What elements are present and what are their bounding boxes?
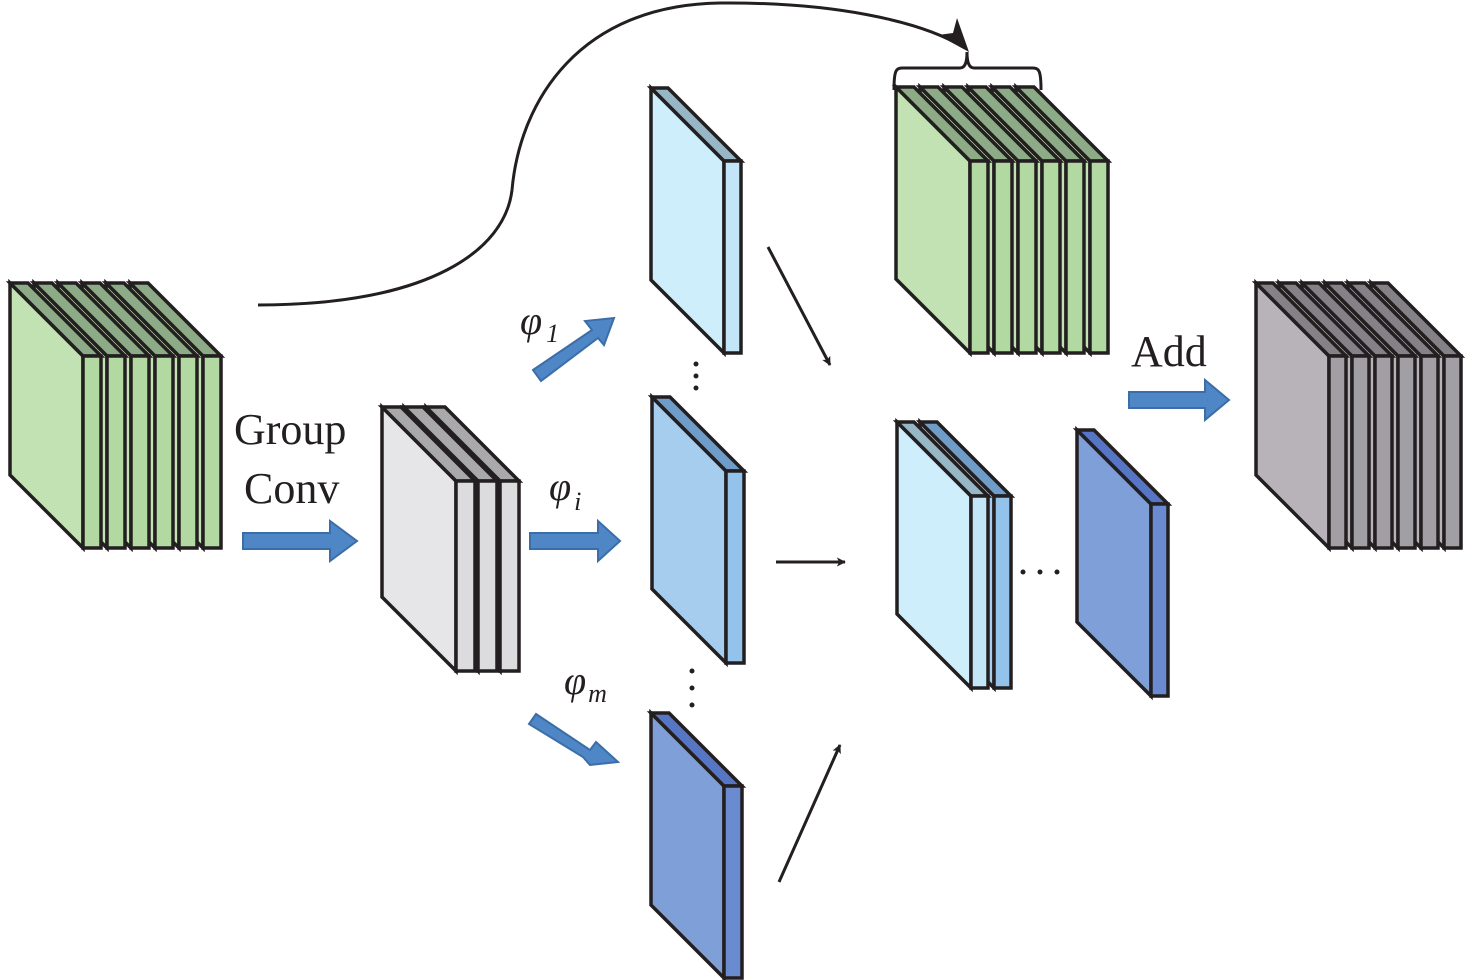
linear-op-map-1 [646,83,746,358]
group-conv-output-slice-3-side [498,479,521,673]
merge-arrow-bottom [777,744,842,883]
input-feature-maps-slice-1 [5,278,106,553]
phi-m-arrow [527,712,621,767]
group-conv-label-line1: Group [234,405,346,454]
ghost-feature-maps-slice-1 [892,417,993,693]
output-feature-maps-slice-3-side [1373,354,1394,550]
linear-op-map-i [647,392,749,668]
input-feature-maps [5,278,226,553]
identity-feature-maps [891,82,1113,358]
linear-op-map-i-slice-1 [647,392,749,668]
input-feature-maps-slice-3-side [129,354,151,550]
add-arrow [1128,377,1231,423]
output-feature-maps [1251,278,1466,553]
identity-feature-maps-slice-1-side [968,159,990,355]
group-conv-output-slice-2-side [476,479,499,673]
ghost-feature-maps-slice-1-side [969,494,990,690]
output-feature-maps-slice-6-side [1442,354,1463,550]
output-feature-maps-slice-5-side [1419,354,1440,550]
phi-1-arrow [531,316,616,383]
input-feature-maps-slice-2-side [105,354,127,550]
linear-op-map-1-slice-1-side [722,159,743,355]
group-conv-arrow [242,519,359,563]
ghost-feature-maps [892,417,1016,693]
identity-feature-maps-slice-3-side [1016,159,1038,355]
output-feature-maps-slice-1 [1251,278,1351,553]
linear-op-map-m-slice-1 [646,708,747,980]
ghost-feature-maps-slice-2-side [992,494,1013,690]
ghost-feature-map-last-slice-1 [1072,425,1173,701]
add-label: Add [1131,327,1207,376]
linear-op-map-1-slice-1-face [649,83,726,358]
ghost-feature-map-last-slice-1-side [1149,502,1170,698]
ellipsis-horizontal [1020,569,1060,575]
phi-m-label: φm [564,658,607,708]
identity-feature-maps-slice-1 [891,82,993,358]
phi-i-arrow [529,518,622,564]
linear-op-map-m-slice-1-face [649,708,726,980]
linear-op-map-i-slice-1-side [724,469,746,665]
group-conv-output-slice-1 [377,402,480,676]
group-conv-label-line2: Conv [244,464,339,513]
linear-op-map-m-slice-1-side [722,784,744,980]
identity-feature-maps-slice-5-side [1064,159,1086,355]
input-feature-maps-slice-6-side [201,354,223,550]
identity-brace [892,51,1043,91]
skip-connection-arrowhead [938,18,969,52]
linear-op-map-i-slice-1-face [650,392,728,668]
merge-arrow-top [766,246,832,366]
group-conv-output [377,402,524,676]
ellipsis-vertical-top [693,361,699,391]
input-feature-maps-slice-5-side [177,354,199,550]
identity-feature-maps-slice-2-side [992,159,1014,355]
output-feature-maps-slice-2-side [1350,354,1371,550]
ghost-feature-map-last [1072,425,1173,701]
identity-feature-maps-slice-4-side [1040,159,1062,355]
output-feature-maps-slice-4-side [1396,354,1417,550]
output-feature-maps-slice-1-side [1327,354,1348,550]
group-conv-output-slice-1-side [454,479,477,673]
input-feature-maps-slice-1-side [81,354,103,550]
ellipsis-vertical-bottom [689,668,695,708]
linear-op-map-1-slice-1 [646,83,746,358]
ghost-feature-map-last-slice-1-face [1075,425,1153,701]
identity-feature-maps-slice-6-side [1088,159,1110,355]
input-feature-maps-slice-4-side [153,354,175,550]
skip-connection-curve [257,1,966,307]
linear-op-map-m [646,708,747,980]
